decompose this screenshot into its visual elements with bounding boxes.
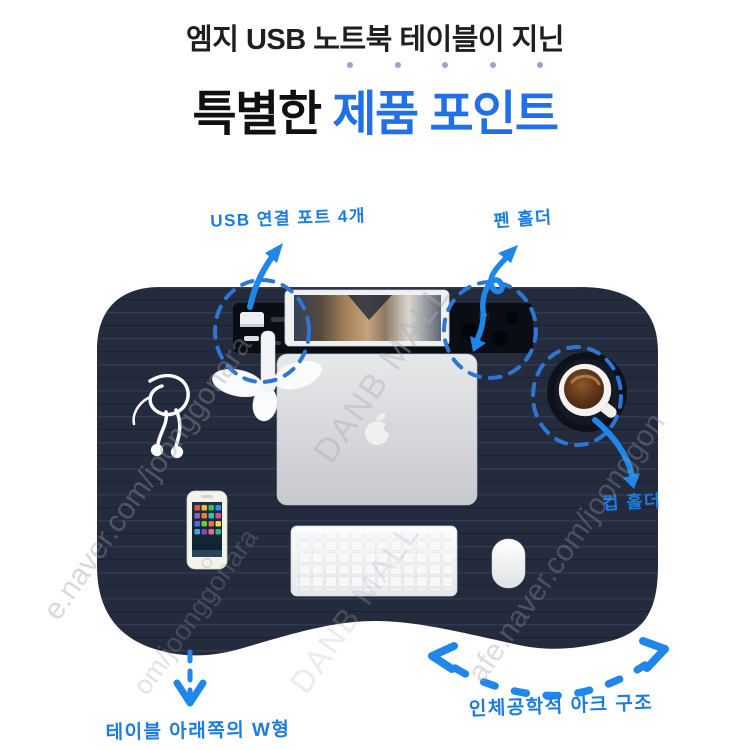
annotation-pen-holder: 펜 홀더	[492, 206, 554, 232]
app-icons	[194, 505, 221, 535]
title-highlight: 제품 포인트	[332, 88, 559, 141]
arrow-cup	[592, 417, 640, 489]
arrow-usb	[247, 243, 283, 310]
mini-fan	[212, 330, 323, 422]
dashed-circle-cup	[531, 345, 623, 447]
mouse	[491, 538, 526, 589]
dot	[489, 62, 496, 68]
earphones	[132, 373, 190, 459]
dot	[394, 62, 401, 68]
dot	[347, 62, 353, 68]
smartphone	[186, 490, 228, 570]
dot	[442, 62, 448, 68]
arrow-pen	[470, 245, 518, 352]
subtitle: 엠지 USB 노트북 테이블이 지닌	[186, 24, 564, 56]
apple-logo-icon	[365, 413, 394, 445]
title-prefix: 특별한	[192, 88, 333, 141]
annotation-w-shape: 테이블 아래쪽의 W형	[105, 719, 291, 744]
accent-dots	[347, 62, 543, 68]
keyboard	[290, 525, 458, 597]
dot	[537, 62, 543, 68]
usb-plug	[240, 312, 264, 341]
arrow-w-shape	[173, 649, 207, 707]
page-title: 특별한 제품 포인트	[0, 74, 750, 144]
coffee-cup	[558, 363, 617, 418]
tablet	[284, 289, 450, 347]
arrow-arc	[428, 637, 669, 700]
annotation-cup-holder: 컵 홀더	[601, 490, 663, 514]
